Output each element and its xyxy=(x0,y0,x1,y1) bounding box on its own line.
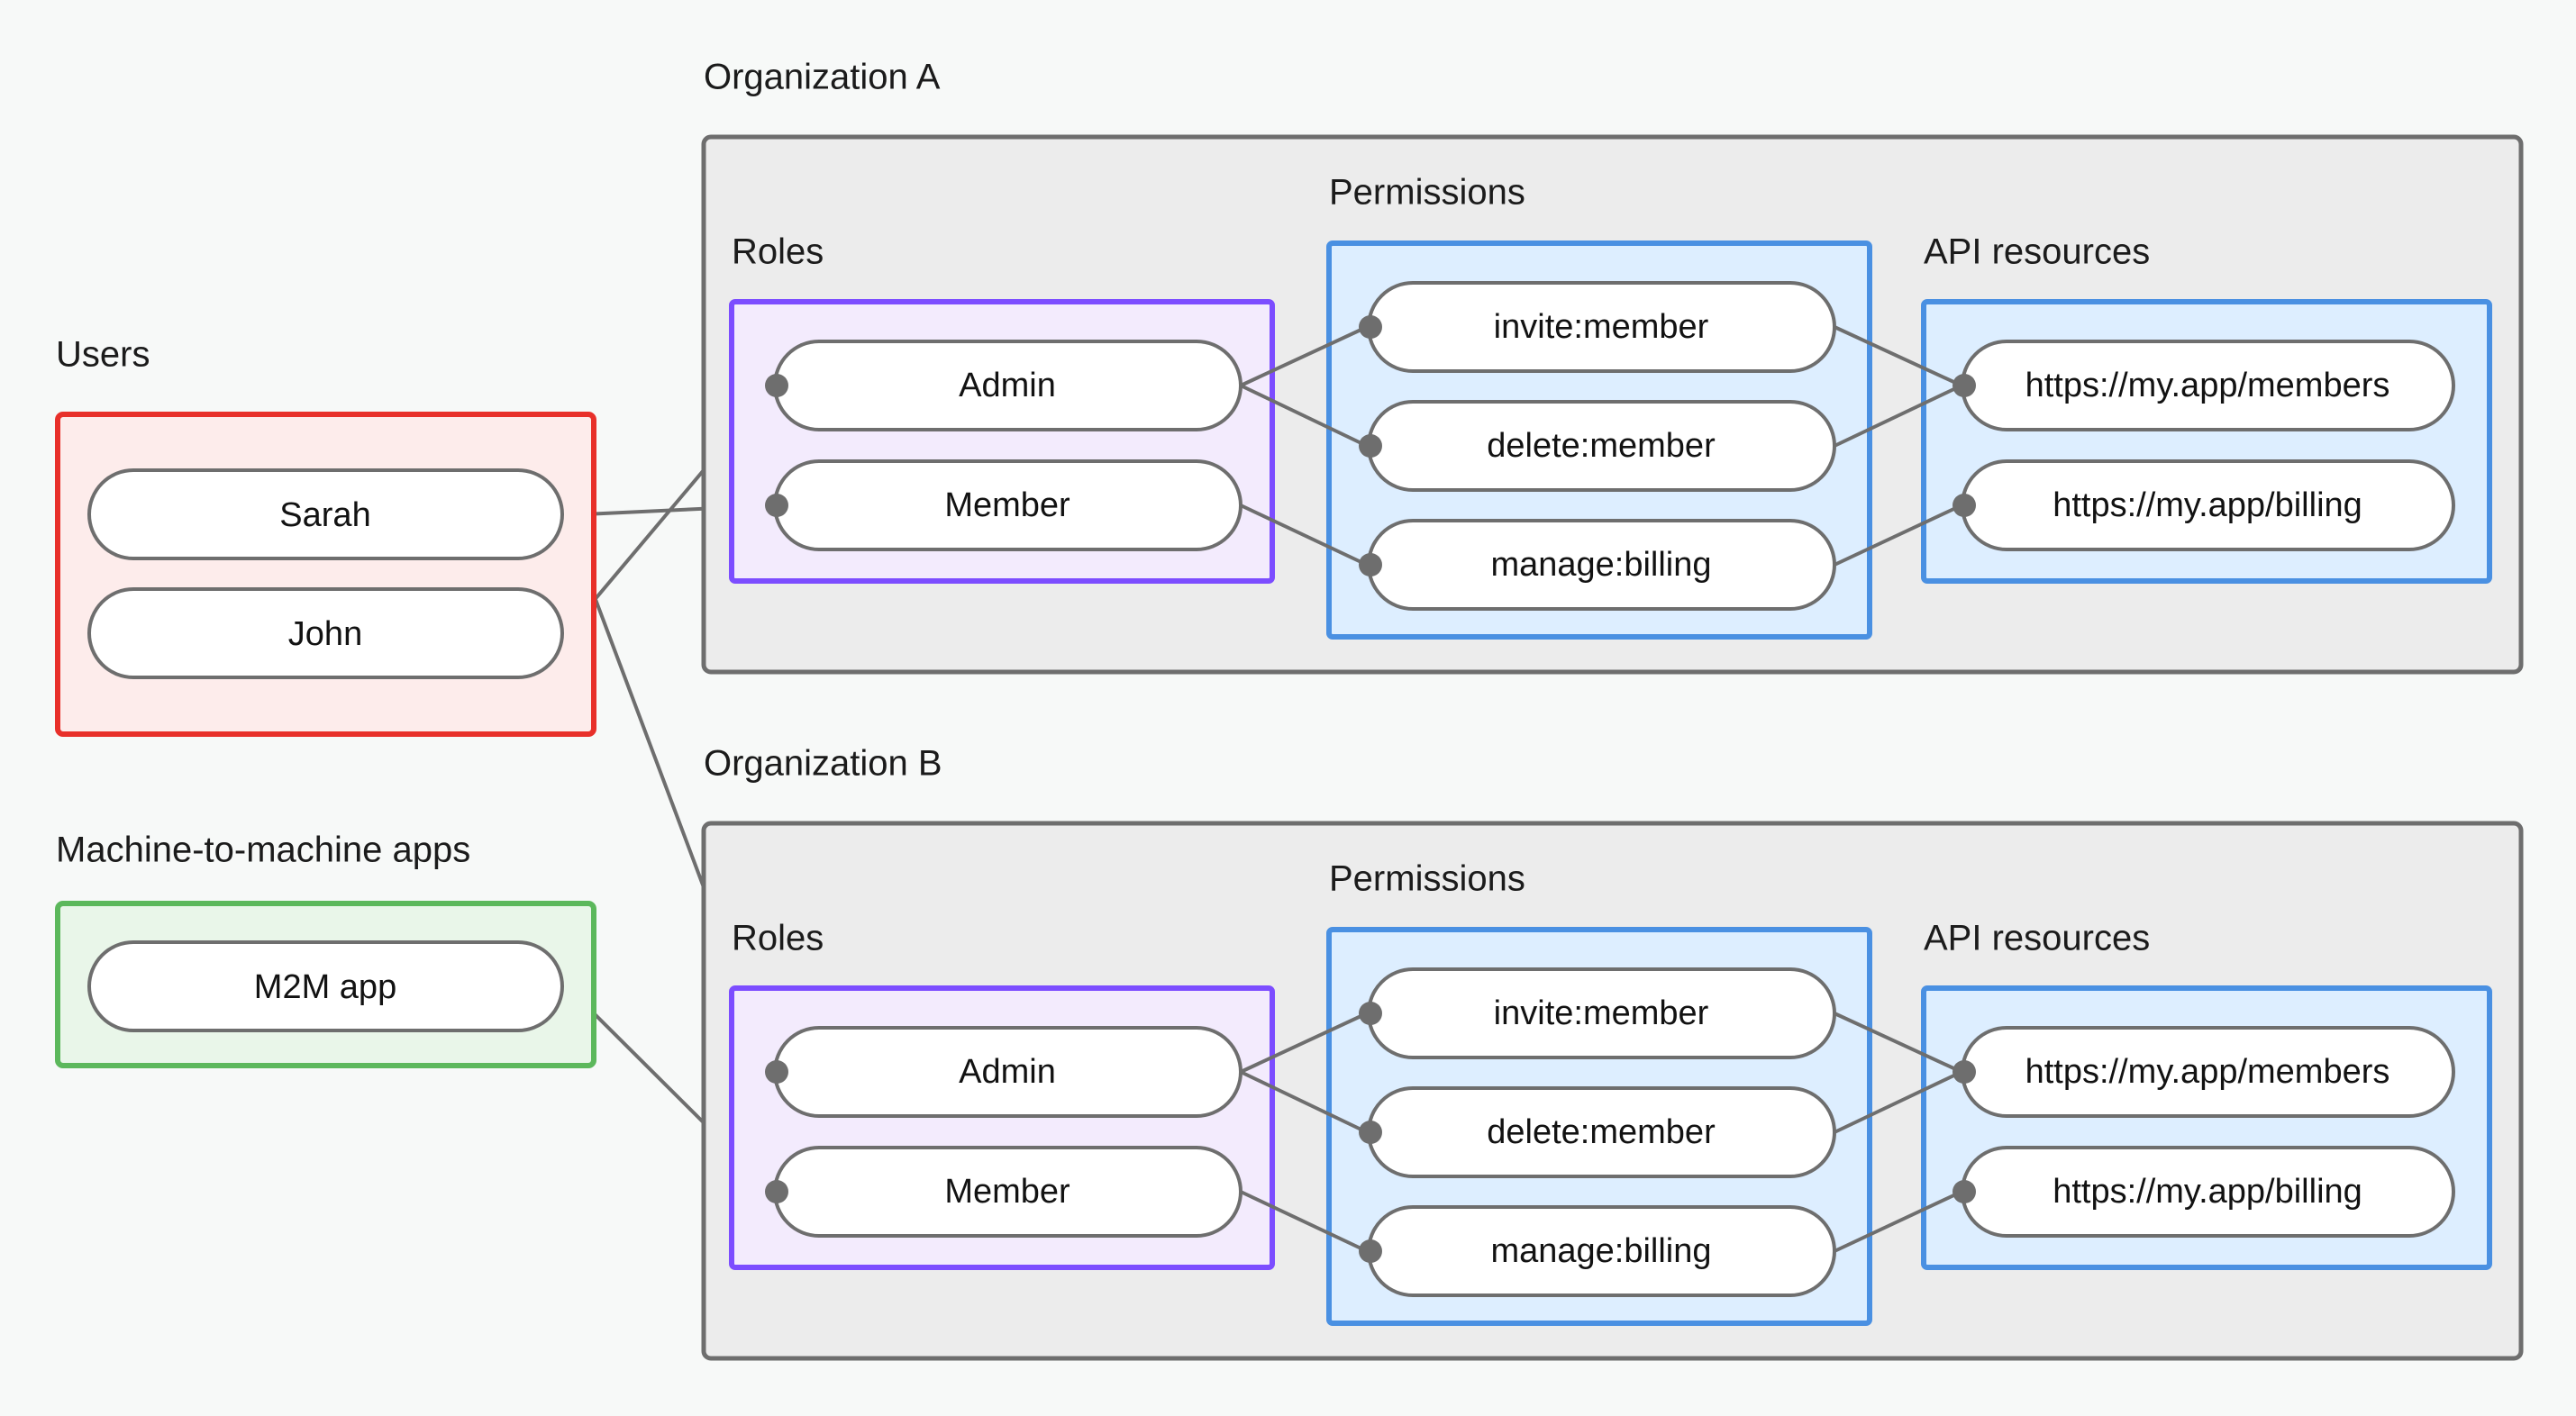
organization-b-permission-invite[interactable]: invite:member xyxy=(1367,967,1836,1059)
users-group: Users Sarah John xyxy=(55,335,596,737)
edge-orgB-member-to-billing xyxy=(1240,1190,1368,1253)
edge-orgB-invite-to-members xyxy=(1834,1012,1962,1074)
m2m-node-app-pill[interactable] xyxy=(87,940,564,1032)
organization-b-permissions-label: Permissions xyxy=(1329,859,1525,899)
organization-b-role-member-label: Member xyxy=(944,1173,1070,1211)
organization-a-api-billing-label: https://my.app/billing xyxy=(2053,486,2362,524)
dot-orgA-admin-in xyxy=(765,374,788,397)
edge-orgA-admin-to-invite xyxy=(1240,325,1368,387)
organization-b-edge-layer xyxy=(1240,1012,1962,1253)
m2m-group: Machine-to-machine apps M2M app xyxy=(55,831,596,1068)
organization-b-role-admin-label: Admin xyxy=(959,1053,1056,1091)
dot-orgA-delete-in xyxy=(1359,434,1382,458)
organization-a-permission-invite[interactable]: invite:member xyxy=(1367,281,1836,373)
organization-b-role-admin[interactable]: Admin xyxy=(773,1026,1242,1118)
dot-orgB-billing-res-in xyxy=(1952,1180,1976,1203)
edge-orgA-delete-to-members xyxy=(1834,384,1962,448)
dot-orgB-admin-in xyxy=(765,1060,788,1084)
edge-orgB-admin-to-invite xyxy=(1240,1012,1368,1074)
organization-a-role-admin-label: Admin xyxy=(959,367,1056,404)
organization-a-api-label: API resources xyxy=(1924,232,2150,272)
edge-orgB-billing-to-billing xyxy=(1834,1190,1962,1253)
dot-orgB-members-res-in xyxy=(1952,1060,1976,1084)
organization-a-permission-billing-label: manage:billing xyxy=(1490,546,1711,584)
users-container xyxy=(55,412,596,737)
dot-orgA-member-in xyxy=(765,494,788,517)
organization-a-role-member[interactable]: Member xyxy=(773,459,1242,551)
organization-a-role-member-label: Member xyxy=(944,486,1070,524)
organization-a: Organization A Roles Permissions API res… xyxy=(701,58,2524,675)
organization-b-title: Organization B xyxy=(704,744,942,784)
organization-a-title: Organization A xyxy=(704,58,941,97)
dot-orgB-delete-in xyxy=(1359,1121,1382,1144)
m2m-node-app[interactable]: M2M app xyxy=(87,940,564,1032)
organization-a-api-members-label: https://my.app/members xyxy=(2025,367,2390,404)
organization-a-edge-layer xyxy=(1240,325,1962,567)
edge-orgA-admin-to-delete xyxy=(1240,384,1368,448)
edge-orgB-delete-to-members xyxy=(1834,1070,1962,1134)
organization-b-permission-invite-label: invite:member xyxy=(1494,994,1709,1032)
organization-a-api-members[interactable]: https://my.app/members xyxy=(1961,340,2455,431)
organization-b-permission-delete-label: delete:member xyxy=(1487,1113,1716,1151)
organization-b: Organization B Roles Permissions API res… xyxy=(701,744,2524,1361)
organization-a-dot-layer xyxy=(765,315,1976,576)
dot-orgA-billing-res-in xyxy=(1952,494,1976,517)
organization-b-dot-layer xyxy=(765,1002,1976,1263)
organization-b-api-label: API resources xyxy=(1924,919,2150,958)
edge-orgB-admin-to-delete xyxy=(1240,1070,1368,1134)
organization-b-permission-delete[interactable]: delete:member xyxy=(1367,1086,1836,1178)
user-node-sarah-pill[interactable] xyxy=(87,468,564,560)
organization-b-permission-billing[interactable]: manage:billing xyxy=(1367,1205,1836,1297)
organization-b-permission-billing-label: manage:billing xyxy=(1490,1232,1711,1270)
users-group-label: Users xyxy=(56,335,150,375)
organization-b-api-billing[interactable]: https://my.app/billing xyxy=(1961,1146,2455,1238)
edge-orgA-member-to-billing xyxy=(1240,504,1368,567)
m2m-group-label: Machine-to-machine apps xyxy=(56,831,470,870)
user-node-sarah-label: Sarah xyxy=(279,496,370,534)
organization-b-role-member[interactable]: Member xyxy=(773,1146,1242,1238)
organization-a-permission-invite-label: invite:member xyxy=(1494,308,1709,346)
dot-orgA-invite-in xyxy=(1359,315,1382,339)
organization-a-role-admin[interactable]: Admin xyxy=(773,340,1242,431)
edge-orgA-billing-to-billing xyxy=(1834,504,1962,567)
dot-orgA-billing-in xyxy=(1359,553,1382,576)
organization-b-roles-label: Roles xyxy=(732,919,824,958)
user-node-john-label: John xyxy=(288,615,362,653)
edge-orgA-invite-to-members xyxy=(1834,325,1962,387)
user-node-john[interactable]: John xyxy=(87,587,564,679)
organization-a-permission-billing[interactable]: manage:billing xyxy=(1367,519,1836,611)
dot-orgB-billing-in xyxy=(1359,1239,1382,1263)
dot-orgB-invite-in xyxy=(1359,1002,1382,1025)
organization-a-permission-delete-label: delete:member xyxy=(1487,427,1716,465)
organization-a-permission-delete[interactable]: delete:member xyxy=(1367,400,1836,492)
organization-b-api-members-label: https://my.app/members xyxy=(2025,1053,2390,1091)
m2m-node-app-label: M2M app xyxy=(254,968,396,1006)
organization-b-api-members[interactable]: https://my.app/members xyxy=(1961,1026,2455,1118)
organization-a-roles-label: Roles xyxy=(732,232,824,272)
organization-b-api-billing-label: https://my.app/billing xyxy=(2053,1173,2362,1211)
organization-a-permissions-label: Permissions xyxy=(1329,173,1525,213)
user-node-john-pill[interactable] xyxy=(87,587,564,679)
dot-orgA-members-res-in xyxy=(1952,374,1976,397)
user-node-sarah[interactable]: Sarah xyxy=(87,468,564,560)
dot-orgB-member-in xyxy=(765,1180,788,1203)
organization-a-api-billing[interactable]: https://my.app/billing xyxy=(1961,459,2455,551)
